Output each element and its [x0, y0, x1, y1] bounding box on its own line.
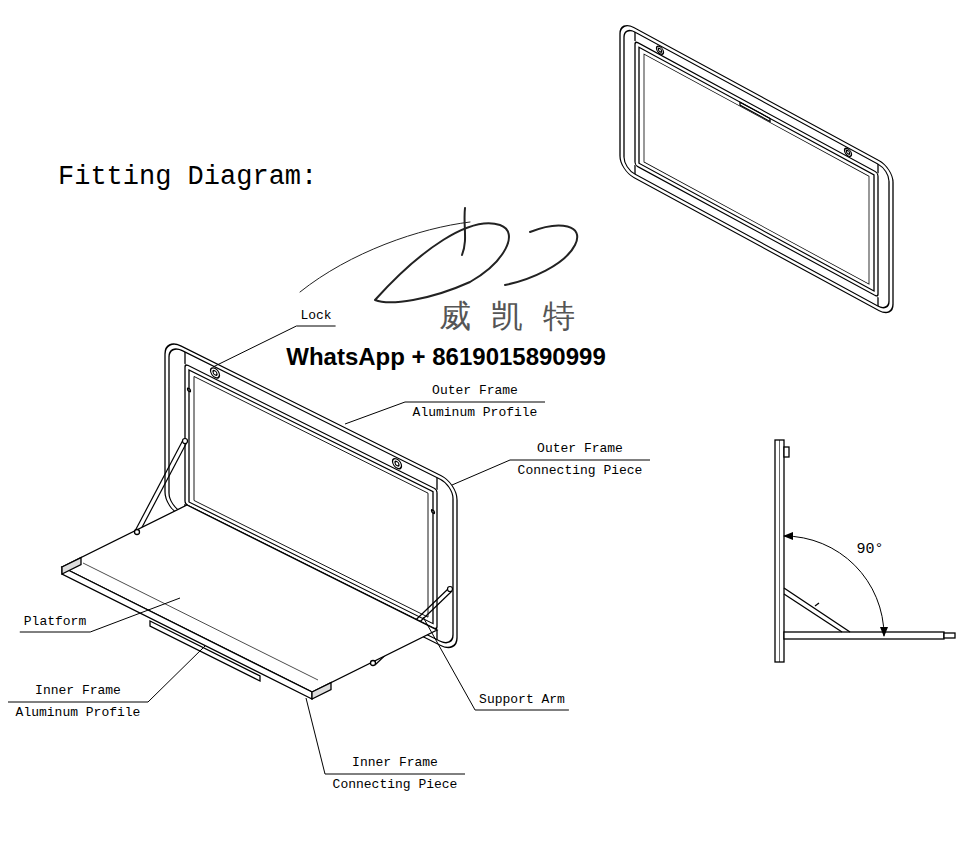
logo-stroke: [375, 223, 509, 302]
side-lock: [784, 447, 789, 457]
side-support-arm: [784, 594, 842, 632]
logo-stroke: [462, 208, 465, 255]
closed-frame: [620, 20, 893, 318]
lock-screw: [658, 48, 661, 53]
watermark-text: 威凯特: [439, 298, 595, 334]
callout-label: Inner Frame Connecting Piece: [329, 752, 461, 796]
side-frame: [775, 440, 784, 662]
lock-tab: [740, 102, 770, 121]
arm-pivot: [448, 587, 453, 592]
frame-edge: [624, 26, 889, 312]
lock-screw: [657, 45, 664, 56]
logo-stroke: [505, 226, 577, 285]
diagram-title: Fitting Diagram:: [58, 160, 317, 194]
corner-piece: [634, 165, 635, 174]
lock-screw: [213, 370, 217, 376]
lock-screw: [211, 366, 220, 379]
leader-line: [20, 598, 180, 632]
angle-dimension: 90°: [856, 541, 883, 559]
side-view: [775, 440, 955, 662]
frame-inner: [639, 47, 874, 291]
corner-piece: [184, 352, 185, 364]
angle-arc: [784, 536, 884, 636]
frame-outline: [620, 20, 893, 318]
callout-label: Platform: [24, 611, 86, 633]
arm-pivot: [135, 530, 140, 535]
platform-drawing: [62, 505, 437, 699]
corner-piece: [877, 297, 878, 306]
inner-frame-connecting-piece: [312, 683, 331, 699]
lock-screw: [845, 147, 852, 158]
lock-screw: [395, 461, 399, 467]
logo-scribble: [300, 208, 577, 302]
side-support-arm: [784, 588, 850, 632]
leader-line: [423, 617, 569, 710]
logo-stroke: [300, 222, 470, 292]
lock-screw: [393, 457, 402, 470]
callout-label: Inner Frame Aluminum Profile: [12, 680, 144, 724]
platform-face: [644, 54, 869, 284]
corner-piece: [436, 630, 437, 640]
arm-pivot: [371, 661, 376, 666]
frame-opening: [635, 41, 878, 297]
callout-label: Outer Frame Connecting Piece: [514, 438, 646, 482]
inner-frame-profile: [62, 567, 312, 699]
side-platform: [784, 632, 944, 639]
corner-piece: [436, 478, 437, 490]
side-tab: [944, 633, 955, 638]
corner-piece: [877, 164, 878, 173]
side-frame-line: [779, 440, 780, 662]
rivet: [432, 509, 435, 513]
corner-piece: [634, 32, 635, 41]
arm-joint: [815, 603, 819, 606]
rivet: [188, 388, 191, 392]
callout-label: Support Arm: [479, 689, 565, 711]
under-profile: [150, 621, 260, 681]
lock-screw: [846, 150, 849, 155]
callout-label: Lock: [300, 305, 331, 327]
arm-pivot: [183, 439, 188, 444]
inner-frame-connecting-piece: [62, 558, 81, 574]
watermark-contact: WhatsApp + 8619015890999: [286, 343, 606, 371]
callout-label: Outer Frame Aluminum Profile: [409, 380, 541, 424]
